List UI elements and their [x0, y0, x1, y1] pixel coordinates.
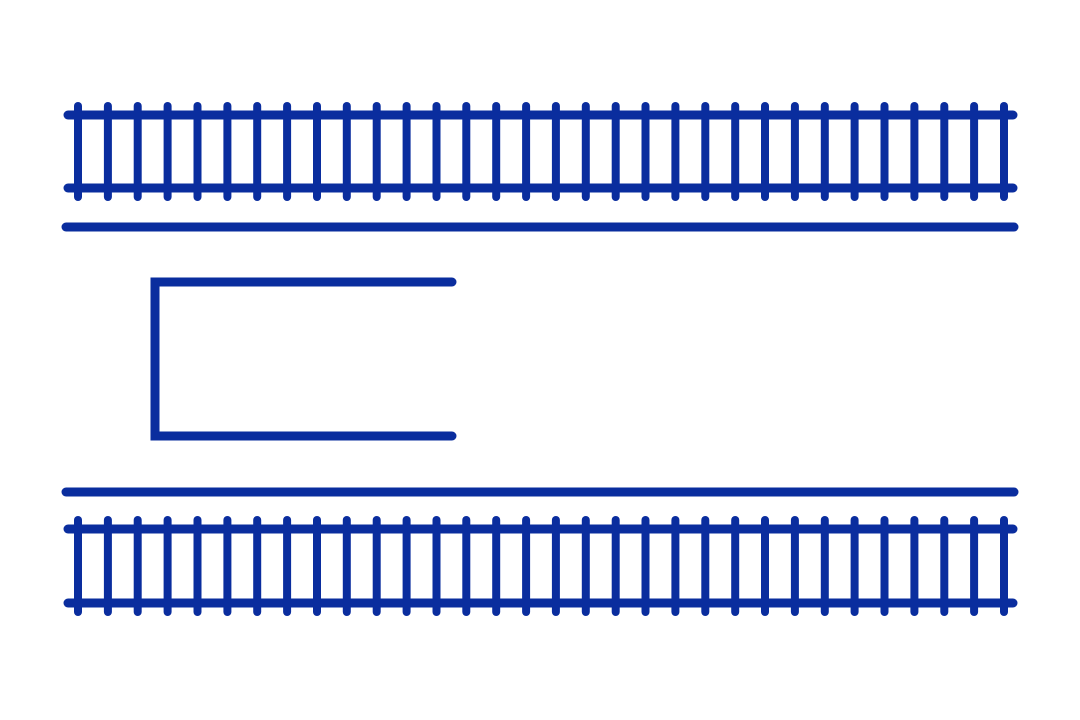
track-top-sleepers	[74, 102, 1008, 201]
track-top	[63, 102, 1018, 201]
track-bottom	[63, 516, 1018, 616]
station-building	[150, 277, 457, 441]
track-bottom-sleepers	[74, 516, 1008, 616]
